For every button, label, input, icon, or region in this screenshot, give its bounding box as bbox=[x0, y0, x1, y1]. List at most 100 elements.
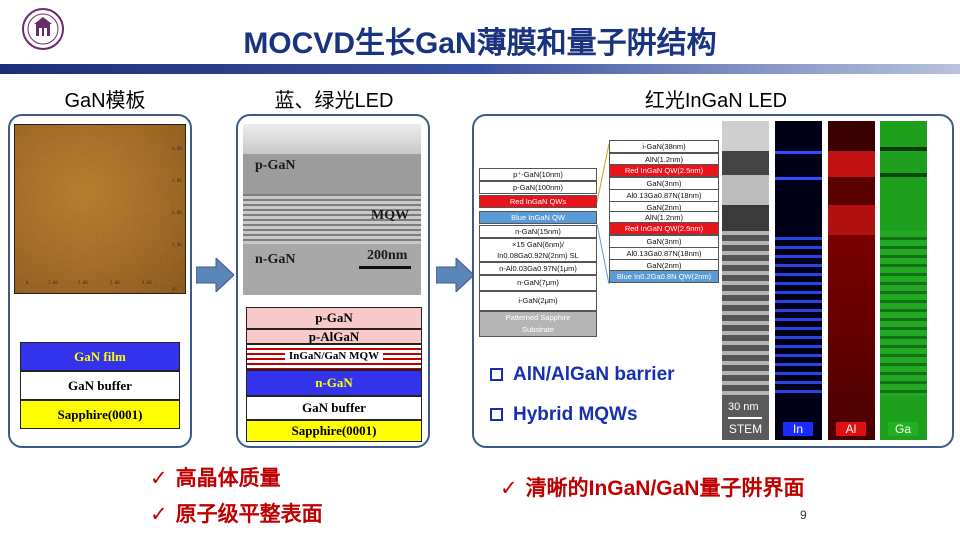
sapphire-layer: Sapphire(0001) bbox=[20, 400, 180, 429]
al-band bbox=[828, 205, 875, 235]
afm-y-tick: 2.00 bbox=[172, 210, 182, 215]
page-number: 9 bbox=[800, 508, 807, 522]
stem-band bbox=[722, 151, 769, 175]
conclusion-text: 清晰的InGaN/GaN量子阱界面 bbox=[525, 477, 805, 500]
tem-pgan-region bbox=[243, 154, 421, 194]
square-bullet-icon bbox=[490, 368, 503, 381]
eds-in-strip: In bbox=[775, 121, 822, 440]
stack-layer: p⁺-GaN(10nm) bbox=[479, 168, 597, 181]
afm-texture-icon bbox=[15, 125, 185, 293]
conclusion-item: ✓ 原子级平整表面 bbox=[150, 498, 323, 528]
stack-layer: i-GaN(2μm) bbox=[479, 291, 597, 311]
stack-layer-sl: ×15 GaN(6nm)/ In0.08Ga0.92N(2nm) SL bbox=[479, 238, 597, 262]
qw-layer-blue: Blue In0.2Ga0.8N QW(2nm) bbox=[609, 270, 719, 283]
bullet-item: Hybrid MQWs bbox=[490, 404, 638, 426]
stem-top-band bbox=[722, 121, 769, 151]
stack-sl-line2: In0.08Ga0.92N(2nm) SL bbox=[497, 251, 579, 260]
afm-y-tick: 3.00 bbox=[172, 178, 182, 183]
ga-band bbox=[880, 173, 927, 177]
conclusion-item: ✓ 高晶体质量 bbox=[150, 462, 281, 492]
arrow-right-icon bbox=[436, 258, 474, 292]
page-title: MOCVD生长GaN薄膜和量子阱结构 bbox=[243, 27, 717, 60]
stack-layer: n-GaN(15nm) bbox=[479, 225, 597, 238]
stack-layer: n-Al0.03Ga0.97N(1μm) bbox=[479, 262, 597, 275]
afm-y-tick: 1.00 bbox=[172, 242, 182, 247]
al-band bbox=[828, 151, 875, 177]
gan-buffer-layer: GaN buffer bbox=[20, 371, 180, 400]
square-bullet-icon bbox=[490, 408, 503, 421]
mqw-layer: InGaN/GaN MQW bbox=[246, 344, 422, 370]
checkmark-icon: ✓ bbox=[150, 503, 168, 526]
tem-mqw-region bbox=[243, 194, 421, 244]
conclusion-text: 原子级平整表面 bbox=[175, 503, 323, 526]
stem-image-strip: 30 nm STEM bbox=[722, 121, 769, 440]
gan-film-layer: GaN film bbox=[20, 342, 180, 371]
conclusion-item: ✓ 清晰的InGaN/GaN量子阱界面 bbox=[500, 472, 804, 502]
sapphire-layer: Sapphire(0001) bbox=[246, 420, 422, 442]
tem-cross-section-image: p-GaN MQW n-GaN 200nm bbox=[243, 124, 421, 295]
p-algan-layer: p-AlGaN bbox=[246, 329, 422, 344]
conclusion-text: 高晶体质量 bbox=[175, 467, 281, 490]
substrate-line1: Patterned Sapphire bbox=[505, 313, 571, 322]
tem-label-ngan: n-GaN bbox=[255, 252, 296, 267]
substrate-line2: Substrate bbox=[521, 325, 555, 334]
ga-band bbox=[880, 147, 927, 151]
tem-scale-bar bbox=[359, 266, 411, 269]
stem-scale-bar bbox=[728, 417, 762, 419]
zoom-connector-lines bbox=[597, 143, 610, 285]
stem-band bbox=[722, 175, 769, 205]
qw-layer: i-GaN(38nm) bbox=[609, 140, 719, 153]
n-gan-layer: n-GaN bbox=[246, 370, 422, 396]
in-band bbox=[775, 151, 822, 154]
al-band bbox=[828, 235, 875, 440]
qw-layer-red: Red InGaN QW(2.5nm) bbox=[609, 222, 719, 235]
stem-mqw-band bbox=[722, 231, 769, 396]
afm-x-tick: 2.00 bbox=[78, 280, 88, 285]
stem-band bbox=[722, 205, 769, 231]
bullet-text: Hybrid MQWs bbox=[513, 404, 638, 425]
column-heading-right: 红光InGaN LED bbox=[644, 90, 788, 112]
tem-top-region bbox=[243, 124, 421, 154]
gan-buffer-layer: GaN buffer bbox=[246, 396, 422, 420]
stack-sl-line1: ×15 GaN(6nm)/ bbox=[512, 240, 564, 249]
bullet-item: AlN/AlGaN barrier bbox=[490, 364, 675, 386]
afm-x-tick: 4.00 bbox=[142, 280, 152, 285]
afm-x-tick: 0 bbox=[26, 280, 29, 285]
afm-y-tick: 4.00 bbox=[172, 146, 182, 151]
ga-mqw-band bbox=[880, 231, 927, 396]
afm-x-unit: μm bbox=[172, 286, 177, 291]
stack-layer-blue-qw: Blue InGaN QW bbox=[479, 211, 597, 224]
al-band bbox=[828, 177, 875, 205]
strip-label-al: Al bbox=[836, 422, 866, 436]
p-gan-layer: p-GaN bbox=[246, 307, 422, 329]
title-underline-bar bbox=[0, 64, 960, 74]
checkmark-icon: ✓ bbox=[150, 467, 168, 490]
afm-x-tick: 1.00 bbox=[48, 280, 58, 285]
stem-scale-text: 30 nm bbox=[728, 401, 759, 413]
tem-ngan-region bbox=[243, 244, 421, 295]
university-logo-icon bbox=[22, 8, 64, 50]
checkmark-icon: ✓ bbox=[500, 477, 518, 500]
column-heading-middle: 蓝、绿光LED bbox=[274, 90, 394, 112]
bullet-text: AlN/AlGaN barrier bbox=[513, 364, 675, 385]
stack-layer: n-GaN(7μm) bbox=[479, 275, 597, 291]
al-band bbox=[828, 121, 875, 149]
column-heading-left: GaN模板 bbox=[64, 90, 146, 112]
strip-label-ga: Ga bbox=[888, 422, 918, 436]
in-band bbox=[775, 177, 822, 180]
mqw-layer-label: InGaN/GaN MQW bbox=[284, 350, 384, 362]
afm-x-tick: 3.00 bbox=[110, 280, 120, 285]
eds-ga-strip: Ga bbox=[880, 121, 927, 440]
eds-al-strip: Al bbox=[828, 121, 875, 440]
tem-label-mqw: MQW bbox=[371, 208, 410, 223]
strip-label-in: In bbox=[783, 422, 813, 436]
stack-layer: p-GaN(100nm) bbox=[479, 181, 597, 194]
arrow-right-icon bbox=[196, 258, 234, 292]
stack-layer-red-qw: Red InGaN QWs bbox=[479, 195, 597, 208]
stack-layer-substrate: Patterned Sapphire Substrate bbox=[479, 311, 597, 337]
qw-layer-red: Red InGaN QW(2.5nm) bbox=[609, 164, 719, 177]
afm-surface-image bbox=[14, 124, 186, 294]
tem-label-pgan: p-GaN bbox=[255, 158, 296, 173]
strip-label-stem: STEM bbox=[728, 422, 763, 436]
tem-scale-text: 200nm bbox=[367, 248, 408, 263]
